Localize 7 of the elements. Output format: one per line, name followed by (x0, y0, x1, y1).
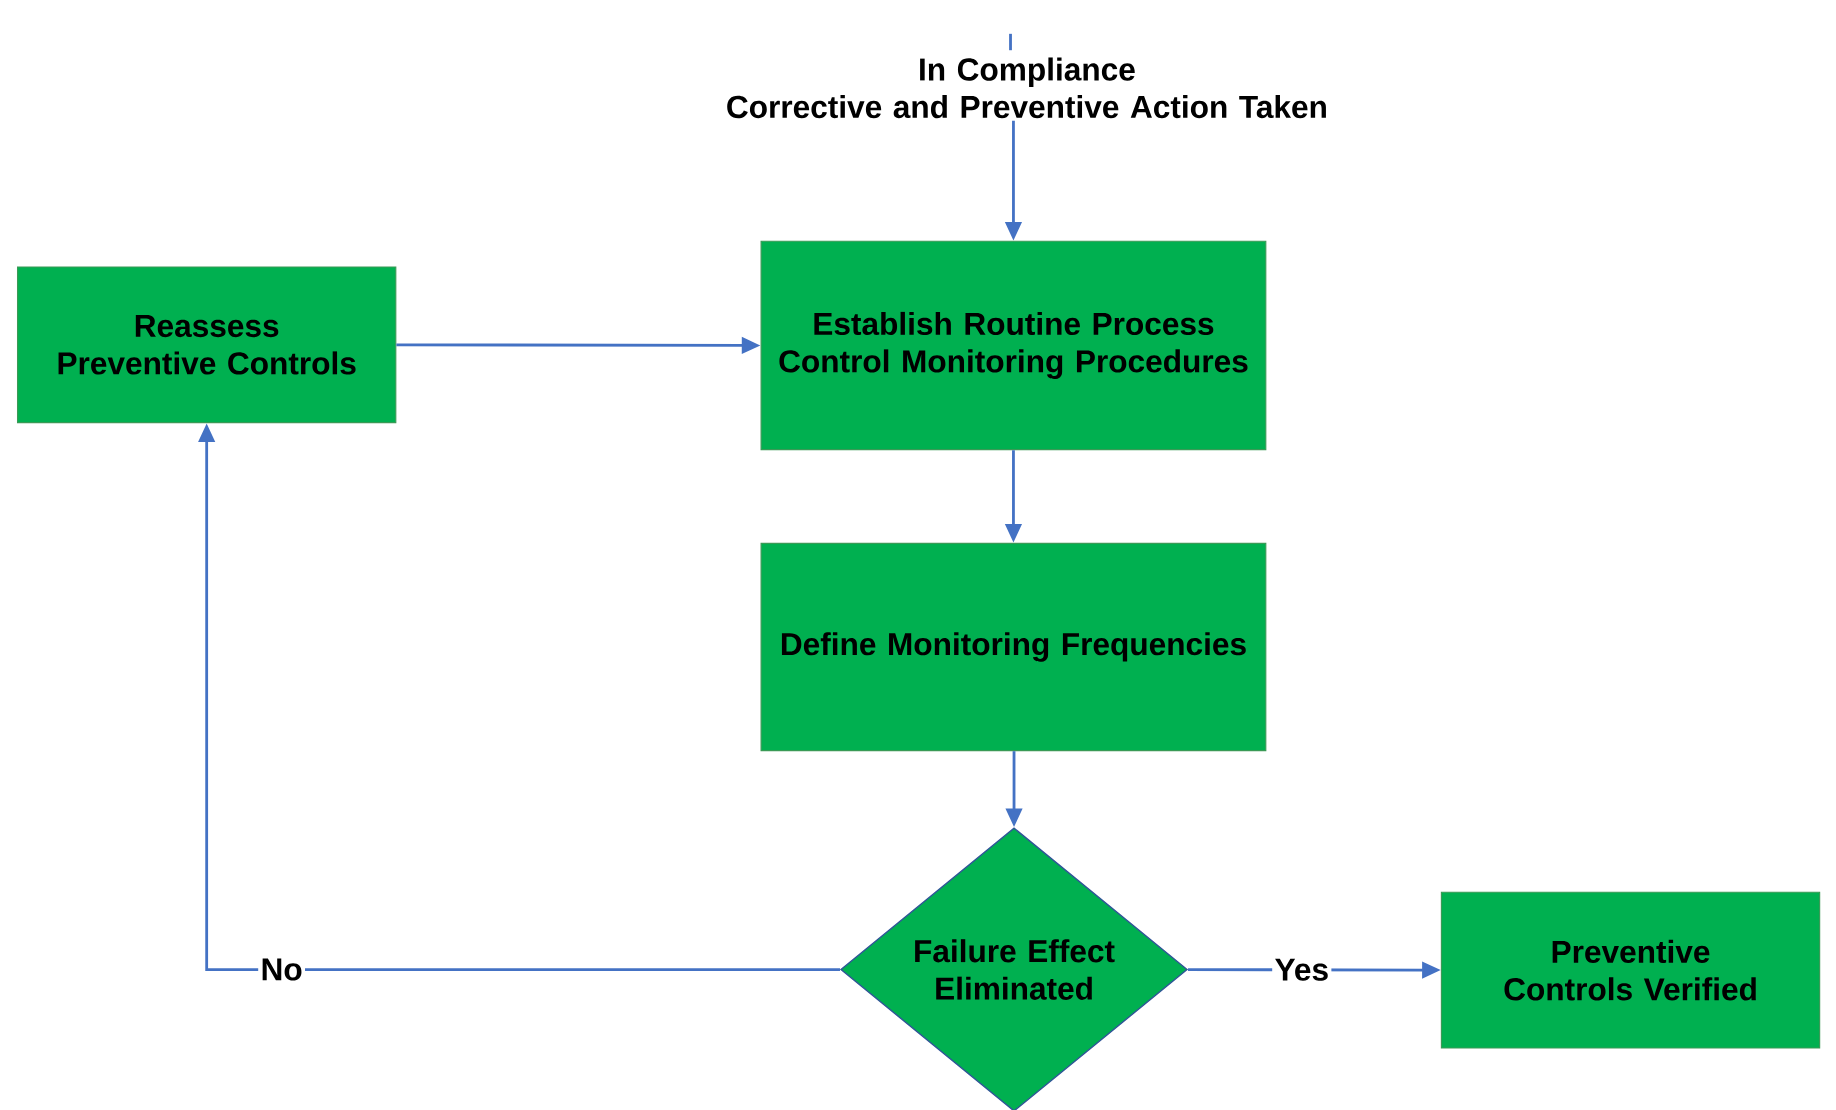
process-box: Reassess Preventive Controls (17, 266, 397, 424)
process-box: Establish Routine Process Control Monitoring Procedures (760, 240, 1267, 451)
edge-label: No (258, 956, 306, 983)
process-box: Preventive Controls Verified (1440, 891, 1821, 1049)
edge-label: Yes (1272, 956, 1332, 984)
process-box: Define Monitoring Frequencies (760, 542, 1267, 752)
heading-text: In Compliance Corrective and Preventive Action Taken (727, 57, 1326, 119)
